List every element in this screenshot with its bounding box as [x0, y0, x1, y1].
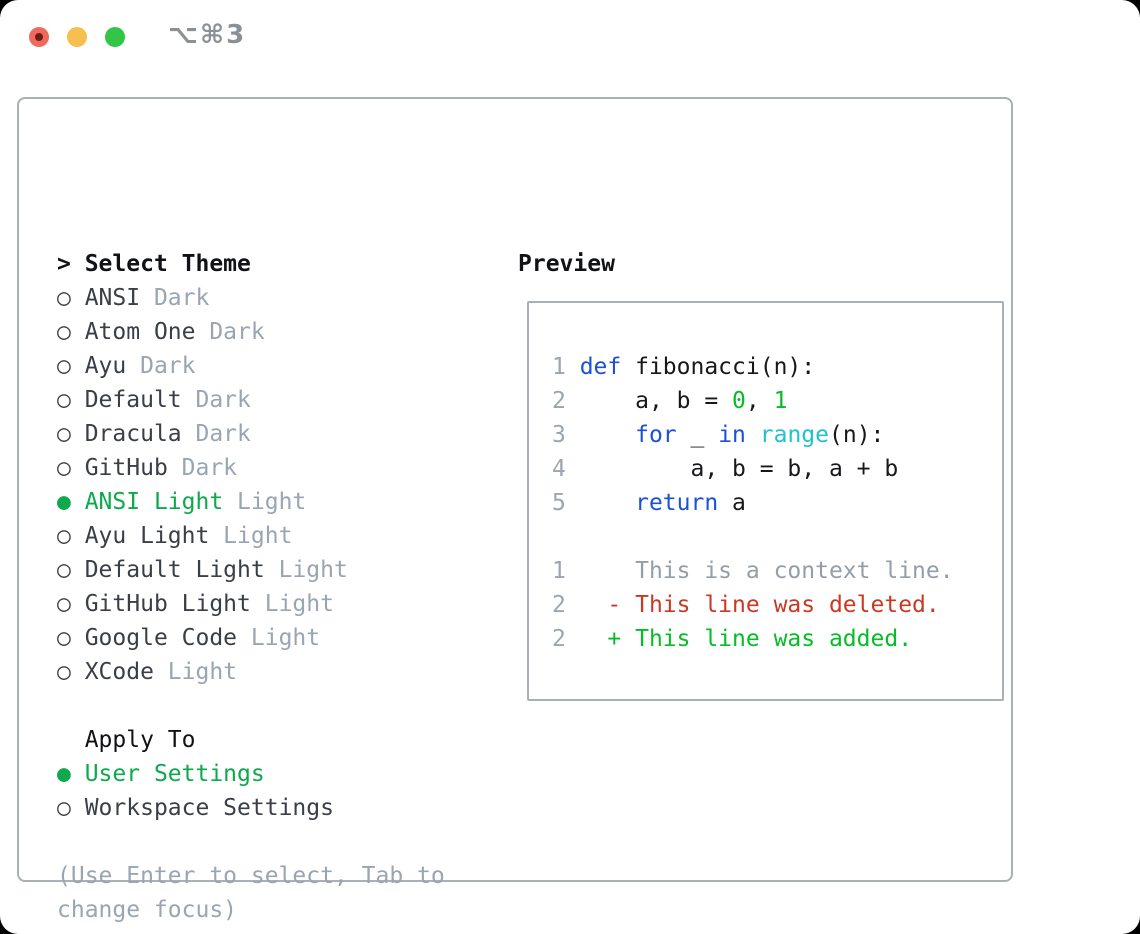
theme-option-github-light[interactable]: ○ GitHub Light Light [57, 587, 497, 621]
code-line: 1 def fibonacci(n): [552, 354, 816, 380]
theme-option-ansi[interactable]: ○ ANSI Dark [57, 281, 497, 315]
theme-variant-badge: Dark [140, 285, 210, 311]
close-button[interactable] [29, 27, 49, 47]
theme-option-ansi-light[interactable]: ● ANSI Light Light [57, 485, 497, 519]
code-line: 2 + This line was added. [552, 626, 913, 652]
theme-name: XCode [84, 659, 154, 685]
theme-variant-badge: Light [250, 591, 334, 617]
theme-variant-badge: Light [237, 625, 321, 651]
minimize-button[interactable] [67, 27, 87, 47]
theme-option-google-code[interactable]: ○ Google Code Light [57, 621, 497, 655]
theme-name: Ayu Light [84, 523, 210, 549]
radio-icon: ○ [57, 455, 85, 481]
theme-name: Ayu [84, 353, 127, 379]
radio-icon: ○ [57, 387, 85, 413]
focus-prompt-icon: > [57, 251, 85, 277]
code-line: 3 for _ in range(n): [552, 422, 885, 448]
theme-option-ayu[interactable]: ○ Ayu Dark [57, 349, 497, 383]
apply-option-label: User Settings [84, 761, 265, 787]
code-line: 2 a, b = 0, 1 [552, 388, 788, 414]
apply-option-workspace-settings[interactable]: ○ Workspace Settings [57, 791, 497, 825]
traffic-lights [29, 27, 125, 47]
apply-to-list: ● User Settings○ Workspace Settings [57, 757, 497, 825]
apply-option-user-settings[interactable]: ● User Settings [57, 757, 497, 791]
code-line: 5 return a [552, 490, 746, 516]
radio-icon: ○ [57, 659, 85, 685]
radio-icon: ○ [57, 795, 85, 821]
theme-variant-badge: Light [264, 557, 348, 583]
hint-text: (Use Enter to select, Tab to change focu… [57, 863, 445, 923]
radio-icon: ○ [57, 557, 85, 583]
select-theme-header: > Select Theme [57, 247, 497, 281]
theme-option-github[interactable]: ○ GitHub Dark [57, 451, 497, 485]
theme-variant-badge: Dark [181, 387, 251, 413]
theme-option-default[interactable]: ○ Default Dark [57, 383, 497, 417]
apply-option-label: Workspace Settings [84, 795, 334, 821]
code-line: 1 This is a context line. [552, 558, 954, 584]
radio-selected-icon: ● [57, 761, 85, 787]
theme-name: Default [84, 387, 182, 413]
theme-variant-badge: Dark [181, 421, 251, 447]
radio-icon: ○ [57, 523, 85, 549]
radio-icon: ○ [57, 285, 85, 311]
radio-icon: ○ [57, 591, 85, 617]
theme-name: Dracula [84, 421, 182, 447]
theme-option-ayu-light[interactable]: ○ Ayu Light Light [57, 519, 497, 553]
theme-variant-badge: Dark [195, 319, 265, 345]
radio-icon: ○ [57, 319, 85, 345]
apply-to-header: Apply To [84, 727, 196, 753]
preview-title: Preview [518, 251, 615, 277]
spacer [57, 689, 497, 723]
theme-name: ANSI [84, 285, 141, 311]
code-line [552, 520, 1002, 554]
theme-picker-panel: > Select Theme ○ ANSI Dark○ Atom One Dar… [17, 97, 1013, 923]
theme-variant-badge: Light [209, 523, 293, 549]
theme-variant-badge: Dark [126, 353, 196, 379]
theme-option-dracula[interactable]: ○ Dracula Dark [57, 417, 497, 451]
radio-icon: ○ [57, 625, 85, 651]
radio-selected-icon: ● [57, 489, 85, 515]
theme-list: ○ ANSI Dark○ Atom One Dark○ Ayu Dark○ De… [57, 281, 497, 689]
theme-name: Google Code [84, 625, 238, 651]
theme-variant-badge: Light [223, 489, 307, 515]
preview-code: 1 def fibonacci(n): 2 a, b = 0, 1 3 for _ … [552, 350, 1002, 656]
theme-picker: > Select Theme ○ ANSI Dark○ Atom One Dar… [57, 247, 497, 927]
code-line: 4 a, b = b, a + b [552, 456, 899, 482]
zoom-button[interactable] [105, 27, 125, 47]
code-line: 2 - This line was deleted. [552, 592, 940, 618]
theme-name: GitHub Light [84, 591, 251, 617]
theme-option-atom-one[interactable]: ○ Atom One Dark [57, 315, 497, 349]
theme-variant-badge: Dark [167, 455, 238, 481]
theme-name: GitHub [84, 455, 168, 481]
theme-option-default-light[interactable]: ○ Default Light Light [57, 553, 497, 587]
theme-option-xcode[interactable]: ○ XCode Light [57, 655, 497, 689]
window-title: ⌥⌘3 [168, 20, 247, 50]
theme-name: Default Light [84, 557, 265, 583]
select-theme-title: Select Theme [84, 251, 251, 277]
theme-name: ANSI Light [84, 489, 224, 515]
theme-variant-badge: Light [153, 659, 238, 685]
theme-name: Atom One [84, 319, 196, 345]
radio-icon: ○ [57, 353, 85, 379]
radio-icon: ○ [57, 421, 85, 447]
preview-pane: 1 def fibonacci(n): 2 a, b = 0, 1 3 for _ … [527, 301, 1004, 701]
